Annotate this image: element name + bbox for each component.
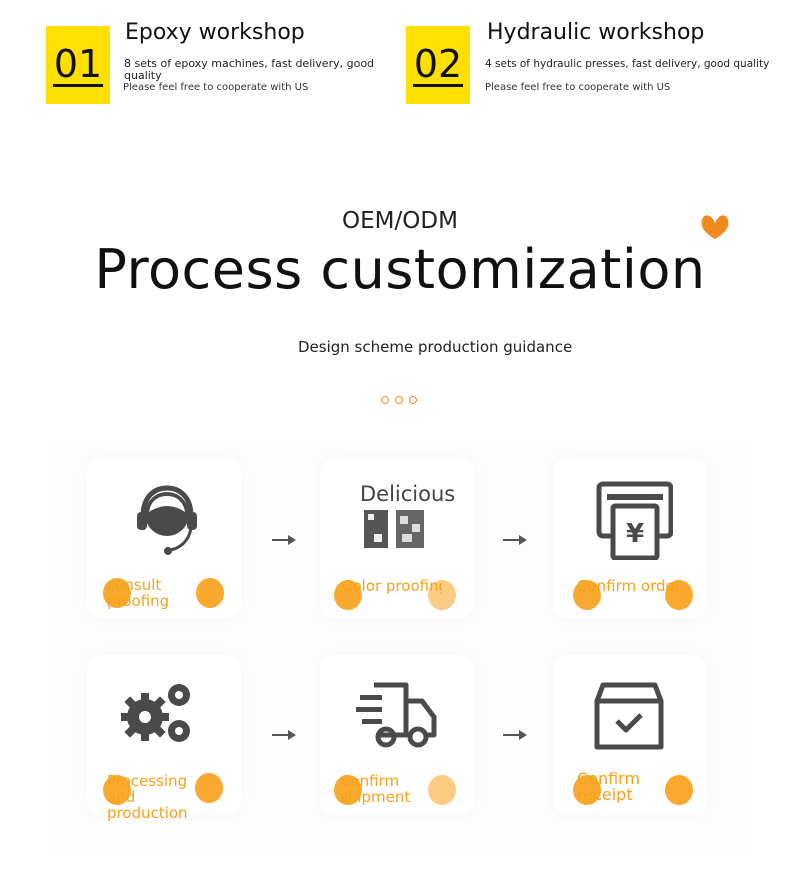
workshop-number: 02 — [412, 41, 464, 87]
arrow-right-icon — [503, 535, 527, 545]
dot-icon — [409, 396, 417, 404]
delivery-truck-icon — [356, 682, 437, 748]
step-label: Color proofing — [342, 578, 442, 594]
step-card-order: ¥ Confirm order — [553, 458, 707, 618]
payment-terminal-icon: ¥ — [596, 481, 673, 560]
highlight-blob — [103, 578, 131, 608]
step-label: consult proofing — [107, 577, 170, 609]
page-subtitle: Design scheme production guidance — [298, 338, 573, 356]
arrow-right-icon — [503, 730, 527, 740]
gears-icon — [121, 684, 190, 742]
workshop-number: 01 — [52, 41, 104, 87]
highlight-blob — [573, 580, 601, 610]
workshop-note: Please feel free to cooperate with US — [485, 82, 671, 93]
step-card-receipt: Confirm receipt — [553, 655, 707, 815]
highlight-blob — [196, 578, 224, 608]
workshop-description: 4 sets of hydraulic presses, fast delive… — [485, 58, 770, 70]
step-card-consult: consult proofing — [87, 458, 241, 618]
color-swatch-icon — [364, 510, 424, 548]
section-eyebrow: OEM/ODM — [342, 208, 458, 234]
step-extra-label: Delicious — [360, 482, 456, 506]
highlight-blob — [665, 580, 693, 610]
workshop-number-badge: 01 — [46, 26, 110, 104]
workshop-number-badge: 02 — [406, 26, 470, 104]
step-label: Confirm receipt — [577, 771, 641, 803]
arrow-right-icon — [272, 535, 296, 545]
highlight-blob — [665, 775, 693, 805]
highlight-blob — [573, 775, 601, 805]
step-label: Confirm order — [577, 578, 677, 594]
dot-icon — [381, 396, 389, 404]
workshop-note: Please feel free to cooperate with US — [123, 82, 309, 93]
workshop-title: Epoxy workshop — [125, 20, 305, 45]
step-card-color: Delicious Color proofing — [320, 458, 474, 618]
page-title: Process customization — [94, 238, 706, 301]
arrow-right-icon — [272, 730, 296, 740]
highlight-blob — [428, 580, 456, 610]
package-check-icon — [594, 682, 664, 750]
headset-icon — [137, 485, 197, 555]
workshop-title: Hydraulic workshop — [487, 20, 705, 45]
step-card-shipment: Confirm shipment — [320, 655, 474, 815]
highlight-blob — [334, 775, 362, 805]
heart-icon — [701, 215, 729, 239]
highlight-blob — [195, 773, 223, 803]
highlight-blob — [103, 775, 131, 805]
highlight-blob — [334, 580, 362, 610]
svg-text:¥: ¥ — [626, 519, 644, 549]
step-label: Processing and production — [107, 773, 188, 821]
step-label: Confirm shipment — [340, 773, 411, 805]
dot-icon — [395, 396, 403, 404]
step-card-production: Processing and production — [87, 655, 241, 821]
highlight-blob — [428, 775, 456, 805]
decorative-dots — [381, 396, 417, 404]
workshop-description: 8 sets of epoxy machines, fast delivery,… — [124, 57, 375, 82]
